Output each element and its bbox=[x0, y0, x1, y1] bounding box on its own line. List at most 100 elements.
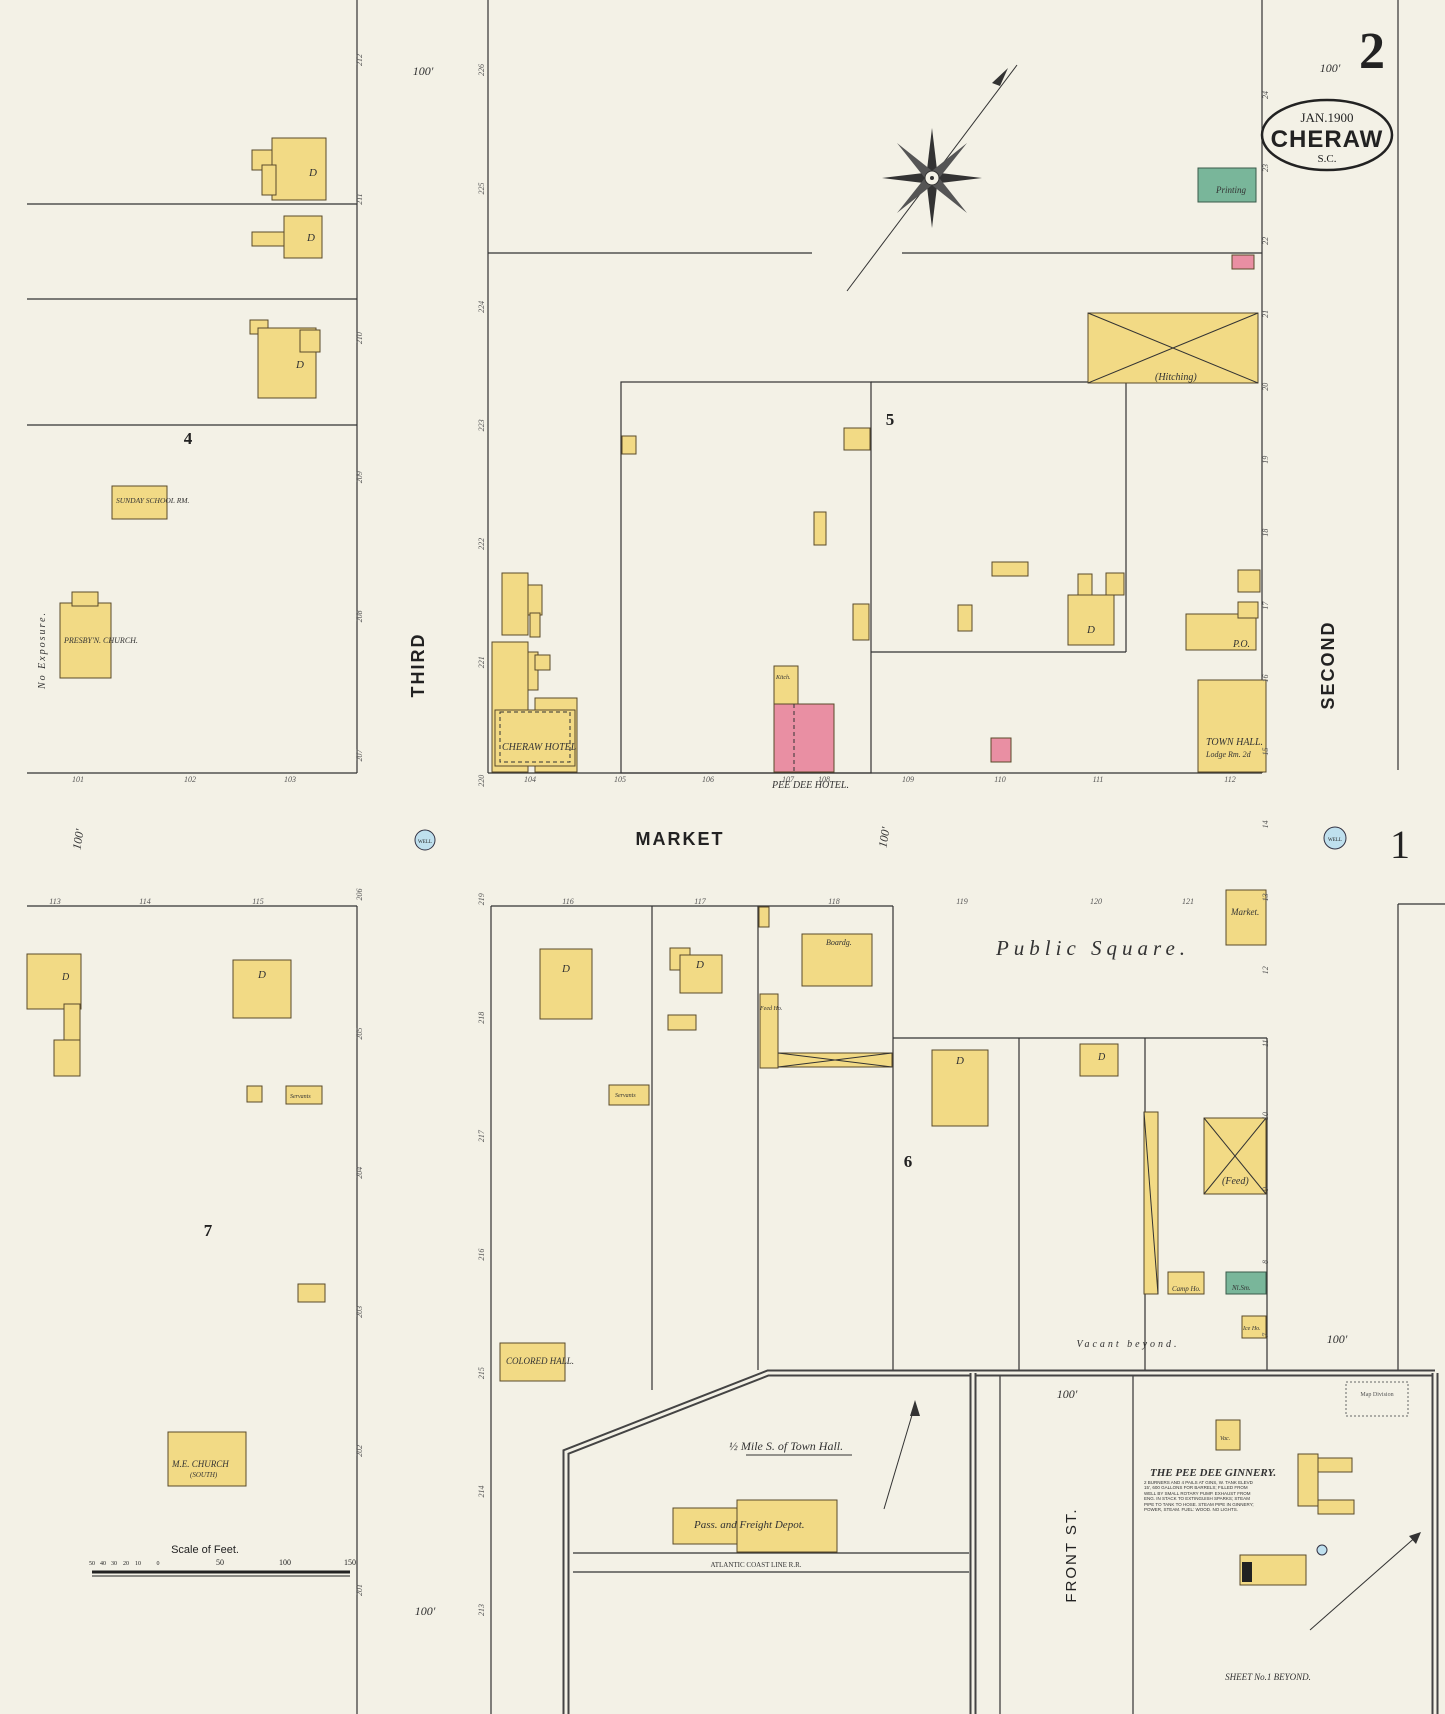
sheet-number: 2 bbox=[1359, 23, 1385, 80]
svg-text:Vac.: Vac. bbox=[1220, 1436, 1230, 1442]
town-hall-label: TOWN HALL. bbox=[1206, 737, 1263, 748]
address-number: 117 bbox=[694, 897, 706, 906]
public-square-label: Public Square. bbox=[995, 936, 1190, 960]
address-number: 16 bbox=[1261, 675, 1270, 683]
block-number-4: 4 bbox=[184, 429, 193, 448]
title-town: CHERAW bbox=[1271, 126, 1384, 153]
street-width-third-bottom: 100' bbox=[415, 1604, 436, 1618]
svg-text:D: D bbox=[695, 959, 704, 971]
railroad-label: ATLANTIC COAST LINE R.R. bbox=[710, 1561, 801, 1569]
boarding-house-label: Boardg. bbox=[826, 938, 852, 947]
sunday-school-label: SUNDAY SCHOOL RM. bbox=[116, 496, 190, 505]
vacant-beyond-note: Vacant beyond. bbox=[1076, 1339, 1179, 1350]
address-number: 111 bbox=[1093, 775, 1104, 784]
servants-quarters-label: Servants bbox=[290, 1094, 311, 1100]
svg-text:D: D bbox=[61, 972, 70, 983]
address-number: 204 bbox=[355, 1167, 364, 1179]
market-house-label: Market. bbox=[1230, 907, 1259, 917]
presbyterian-church-label: PRESBY'N. CHURCH. bbox=[63, 636, 138, 645]
address-number: 202 bbox=[355, 1445, 364, 1457]
scale-tick-label: 40 bbox=[100, 1561, 106, 1567]
street-width-market-mid: 100' bbox=[875, 826, 892, 849]
address-number: 119 bbox=[956, 897, 967, 906]
me-church-label: M.E. CHURCH bbox=[171, 1459, 229, 1469]
address-number: 113 bbox=[49, 897, 60, 906]
address-number: 114 bbox=[139, 897, 150, 906]
ginnery-title: THE PEE DEE GINNERY. bbox=[1150, 1467, 1276, 1479]
scale-label: Scale of Feet. bbox=[171, 1544, 239, 1556]
address-number: 211 bbox=[355, 193, 364, 204]
address-number: 209 bbox=[355, 471, 364, 483]
street-market: MARKET bbox=[636, 829, 725, 849]
svg-text:D: D bbox=[306, 232, 315, 244]
feed-house-label: Feed Ho. bbox=[759, 1006, 782, 1012]
address-number: 9 bbox=[1261, 1187, 1270, 1191]
address-number: 22 bbox=[1261, 237, 1270, 245]
address-number: 214 bbox=[477, 1486, 486, 1498]
scale-tick-label: 0 bbox=[157, 1561, 160, 1567]
address-number: 205 bbox=[355, 1028, 364, 1040]
kitchen-label: Kitch. bbox=[775, 675, 791, 681]
svg-text:D: D bbox=[295, 359, 304, 371]
address-number: 105 bbox=[614, 775, 626, 784]
street-width-third-top: 100' bbox=[413, 64, 434, 78]
address-number: 18 bbox=[1261, 529, 1270, 537]
feed-store-label: (Feed) bbox=[1222, 1176, 1249, 1187]
street-third: THIRD bbox=[408, 633, 428, 698]
cheraw-hotel-label: CHERAW HOTEL bbox=[502, 742, 577, 753]
block-number-7: 7 bbox=[204, 1221, 213, 1240]
address-number: 10 bbox=[1261, 1112, 1270, 1120]
address-number: 20 bbox=[1261, 383, 1270, 391]
depot-area: ½ Mile S. of Town Hall. Pass. and Freigh… bbox=[672, 1400, 920, 1569]
address-number: 108 bbox=[818, 775, 830, 784]
dwelling-label: D bbox=[308, 167, 317, 179]
street-width-second-top: 100' bbox=[1320, 61, 1341, 75]
block-4-buildings: D D D SUNDAY SCHOOL RM. PRESBY'N. CHURCH… bbox=[37, 137, 327, 690]
north-arrow-compass bbox=[846, 64, 1018, 292]
svg-text:Servants: Servants bbox=[615, 1093, 636, 1099]
block-7-buildings: D D Servants M.E. CHURCH (SOUTH) bbox=[26, 953, 326, 1487]
block-lines bbox=[27, 0, 1445, 1714]
title-date: JAN.1900 bbox=[1300, 110, 1353, 125]
svg-text:WELL: WELL bbox=[1328, 838, 1342, 843]
address-number: 112 bbox=[1224, 775, 1235, 784]
railroad-tracks bbox=[562, 1369, 1439, 1714]
address-number: 106 bbox=[702, 775, 714, 784]
address-number: 218 bbox=[477, 1012, 486, 1024]
address-number: 223 bbox=[477, 419, 486, 431]
address-number: 103 bbox=[284, 775, 296, 784]
lodge-room-label: Lodge Rm. 2d bbox=[1205, 750, 1252, 759]
me-church-south-label: (SOUTH) bbox=[190, 1471, 218, 1479]
address-number: 101 bbox=[72, 775, 84, 784]
address-number: 15 bbox=[1261, 747, 1270, 755]
scale-tick-label: 100 bbox=[279, 1558, 291, 1567]
svg-text:D: D bbox=[955, 1055, 964, 1067]
printing-office-label: Printing bbox=[1215, 185, 1247, 195]
svg-text:Map Division: Map Division bbox=[1360, 1392, 1393, 1398]
address-number: 104 bbox=[524, 775, 536, 784]
hitching-shed-label: (Hitching) bbox=[1155, 372, 1197, 383]
address-numbers-third-east: 2262252242232222212202192182172162152142… bbox=[477, 64, 486, 1616]
block-number-6: 6 bbox=[904, 1152, 913, 1171]
street-second: SECOND bbox=[1318, 620, 1338, 709]
street-width-second-bottom: 100' bbox=[1327, 1332, 1348, 1346]
well-market-third: WELL bbox=[414, 829, 436, 851]
address-number: 217 bbox=[477, 1129, 486, 1142]
scale-tick-label: 30 bbox=[111, 1561, 117, 1567]
address-number: 212 bbox=[355, 54, 364, 66]
address-number: 116 bbox=[562, 897, 573, 906]
title-state: S.C. bbox=[1318, 153, 1337, 165]
scale-tick-label: 150 bbox=[344, 1558, 356, 1567]
address-number: 203 bbox=[355, 1306, 364, 1318]
address-number: 208 bbox=[355, 610, 364, 622]
address-number: 121 bbox=[1182, 897, 1194, 906]
address-number: 224 bbox=[477, 301, 486, 313]
pee-dee-hotel-label: PEE DEE HOTEL. bbox=[771, 780, 849, 791]
address-number: 23 bbox=[1261, 164, 1270, 172]
address-number: 13 bbox=[1261, 893, 1270, 901]
